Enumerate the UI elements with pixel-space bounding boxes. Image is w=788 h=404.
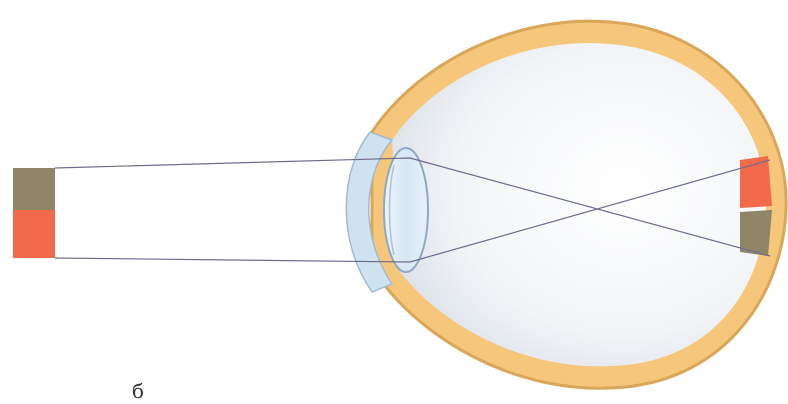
- crystalline-lens: [384, 148, 428, 272]
- figure-caption: б: [132, 380, 152, 402]
- retinal-image: [740, 156, 772, 256]
- object-bottom-block: [13, 210, 55, 258]
- object-top-block: [13, 168, 55, 210]
- object: [13, 168, 55, 258]
- eyeball: [346, 21, 786, 388]
